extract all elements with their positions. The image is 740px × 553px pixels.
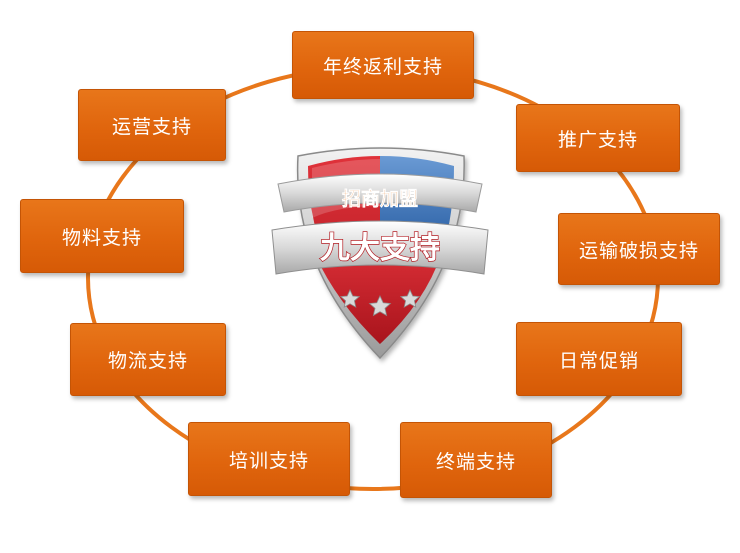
support-label: 终端支持 [435,450,516,473]
support-box-training: 培训支持 [188,422,350,496]
banner-label: 招商加盟 [342,187,418,210]
support-label: 运营支持 [111,115,192,138]
support-box-annual-rebate: 年终返利支持 [292,31,474,99]
support-box-operations: 运营支持 [78,89,226,161]
support-label: 培训支持 [228,449,309,472]
support-box-materials: 物料支持 [20,199,184,273]
support-box-logistics: 物流支持 [70,323,226,396]
support-box-promotion: 推广支持 [516,104,680,172]
support-label: 物流支持 [107,350,188,372]
stars [339,289,421,317]
support-label: 年终返利支持 [322,55,443,78]
shield-emblem: 招商加盟 九大支持 [271,147,489,360]
support-label: 物料支持 [61,226,142,249]
support-box-terminal: 终端支持 [400,422,552,498]
support-box-daily-promo: 日常促销 [516,322,682,396]
center-title: 九大支持 [320,231,440,266]
support-box-transport-damage: 运输破损支持 [558,213,720,285]
support-label: 推广支持 [557,128,638,151]
support-label: 运输破损支持 [578,239,699,262]
support-label: 日常促销 [558,349,639,372]
